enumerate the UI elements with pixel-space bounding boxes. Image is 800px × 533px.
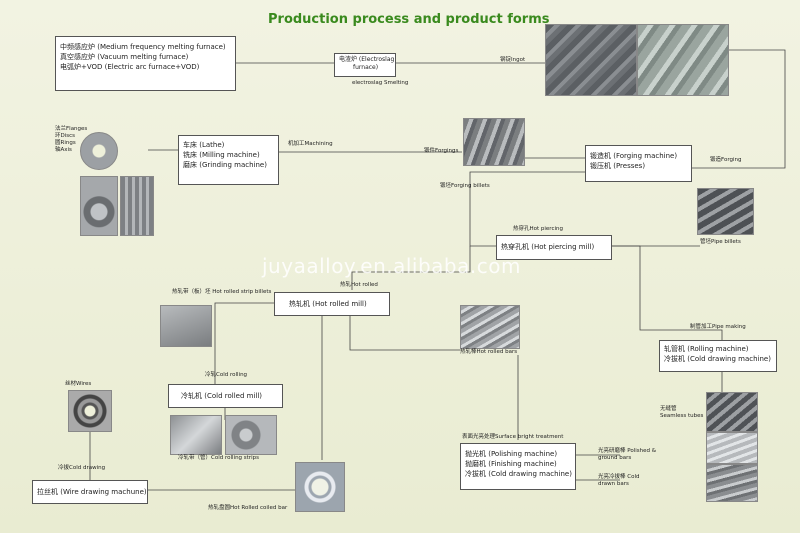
rolling-box: 轧管机 (Rolling machine) 冷拔机 (Cold drawing … <box>659 340 777 372</box>
machining-label: 机加工Machining <box>288 141 333 147</box>
flange-photo <box>80 132 118 170</box>
cold-strips-label: 冷轧带（管）Cold rolling strips <box>178 455 259 461</box>
wires-photo <box>68 390 112 432</box>
cold-coil-photo <box>225 415 277 455</box>
esr-box: 电渣炉 (Electroslag furnace) <box>334 53 396 77</box>
machining-line-1: 车床 (Lathe) <box>183 141 225 149</box>
cold-bars-label: 光亮冷拔棒 Cold drawn bars <box>598 474 640 487</box>
watermark: juyaalloy.en.alibaba.com <box>262 254 521 278</box>
rings-label: 圆Rings <box>55 140 76 146</box>
esr-smelting-label: electroslag Smelting <box>352 80 409 86</box>
forgings-label: 锻件Forgings <box>424 148 459 154</box>
cold-drawn-bars-photo <box>706 464 758 502</box>
line-hotroll-strip <box>214 302 274 345</box>
forging-line-1: 锻造机 (Forging machine) <box>590 152 678 160</box>
cold-rolled-line: 冷轧机 (Cold rolled mill) <box>181 392 262 400</box>
machining-box: 车床 (Lathe) 铣床 (Milling machine) 磨床 (Grin… <box>178 135 279 185</box>
hot-coiled-bar-label: 热轧盘圆Hot Rolled coiled bar <box>208 505 288 511</box>
line-hotroll-bars <box>349 316 460 351</box>
esr-line-2: furnace) <box>353 64 379 71</box>
hot-rolled-label: 热轧Hot rolled <box>340 282 378 288</box>
line-billets-hotroll <box>351 246 471 290</box>
polish-bars-label: 光亮研磨棒 Polished & ground bars <box>598 448 657 461</box>
ingot-label: 钢锭Ingot <box>500 57 526 63</box>
forging-billets-label: 锻坯Forging billets <box>440 183 490 189</box>
polished-bars-photo <box>706 432 758 464</box>
forging-line-2: 锻压机 (Presses) <box>590 162 646 170</box>
hot-piercing-line: 热穿孔机 (Hot piercing mill) <box>501 243 595 251</box>
forgings-photo <box>463 118 525 166</box>
cold-strip-photo <box>170 415 222 455</box>
line-forging-billets <box>469 171 585 247</box>
line-piercing-rolling <box>612 245 723 340</box>
discs-label: 环Discs <box>55 133 76 139</box>
cold-rolled-box: 冷轧机 (Cold rolled mill) <box>168 384 283 408</box>
rolling-line-2: 冷拔机 (Cold drawing machine) <box>664 355 771 363</box>
strip-billets-photo <box>160 305 212 347</box>
furnace-box: 中频感应炉 (Medium frequency melting furnace)… <box>55 36 236 91</box>
coiled-bar-photo <box>295 462 345 512</box>
ingot-bars-photo <box>637 24 729 96</box>
forging-box: 锻造机 (Forging machine) 锻压机 (Presses) <box>585 145 692 182</box>
forging-label: 锻造Forging <box>710 157 742 163</box>
pipe-billets-photo <box>697 188 754 235</box>
rolling-line-1: 轧管机 (Rolling machine) <box>664 345 749 353</box>
wires-label: 丝材Wires <box>65 381 92 387</box>
polishing-line-2: 抛磨机 (Finishing machine) <box>465 460 557 468</box>
hot-rolled-box: 热轧机 (Hot rolled mill) <box>274 292 390 316</box>
wire-line: 拉丝机 (Wire drawing machune) <box>37 488 147 496</box>
pipe-making-label: 制管加工Pipe making <box>690 324 746 330</box>
polishing-line-1: 抛光机 (Polishing machine) <box>465 450 558 458</box>
machining-line-3: 磨床 (Grinding machine) <box>183 161 267 169</box>
furnace-line-1: 中频感应炉 (Medium frequency melting furnace) <box>60 43 226 51</box>
furnace-line-2: 真空感应炉 (Vacuum melting furnace) <box>60 53 189 61</box>
polishing-line-3: 冷拔机 (Cold drawing machine) <box>465 470 572 478</box>
hot-bars-photo <box>460 305 520 349</box>
wire-box: 拉丝机 (Wire drawing machune) <box>32 480 148 504</box>
furnace-line-3: 电弧炉+VOD (Electric arc furnace+VOD) <box>60 63 200 71</box>
axis-photo <box>120 176 154 236</box>
flanges-label: 法兰Flanges <box>55 126 88 132</box>
cold-drawing-label: 冷拔Cold drawing <box>58 465 106 471</box>
hot-piercing-box: 热穿孔机 (Hot piercing mill) <box>496 235 612 260</box>
hot-piercing-label: 热穿孔Hot piercing <box>513 226 563 232</box>
seamless-tubes-photo <box>706 392 758 432</box>
hot-rolled-line: 热轧机 (Hot rolled mill) <box>289 300 367 308</box>
hot-rolled-bars-label: 热轧棒Hot rolled bars <box>460 349 518 355</box>
seamless-tubes-label: 无缝管 Seamless tubes <box>660 406 704 419</box>
ingot-photo <box>545 24 637 96</box>
discs-photo <box>80 176 118 236</box>
hot-strip-billets-label: 热轧带（板）坯 Hot rolled strip billets <box>172 289 272 295</box>
surface-treatment-label: 表面光亮处理Surface bright treatment <box>462 434 564 440</box>
esr-line-1: 电渣炉 (Electroslag <box>339 56 395 63</box>
pipe-billets-label: 管坯Pipe billets <box>700 239 741 245</box>
axis-label: 轴Axis <box>55 147 72 153</box>
machining-line-2: 铣床 (Milling machine) <box>183 151 260 159</box>
polishing-box: 抛光机 (Polishing machine) 抛磨机 (Finishing m… <box>460 443 576 490</box>
page-title: Production process and product forms <box>268 12 550 27</box>
cold-rolling-label: 冷轧Cold rolling <box>205 372 248 378</box>
